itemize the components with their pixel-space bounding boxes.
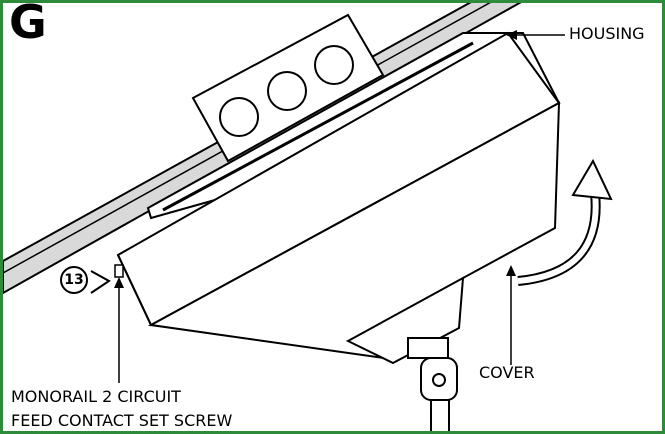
mounting-hole-3 [314, 45, 354, 85]
panel-letter: G [9, 0, 47, 49]
stem [430, 399, 450, 431]
lower-body [345, 276, 465, 365]
cover-label: COVER [479, 363, 535, 382]
mounting-hole-2 [267, 71, 307, 111]
housing-slot [162, 41, 474, 212]
housing-leader-arrow [506, 30, 517, 40]
set-screw-label-line2: FEED CONTACT SET SCREW [11, 411, 233, 430]
fixture-illustration [3, 3, 613, 431]
mounting-hole-1 [219, 97, 259, 137]
set-screw [114, 264, 124, 278]
set-screw-leader-arrow [114, 277, 124, 288]
housing-label: HOUSING [569, 24, 645, 43]
cover-box [147, 101, 561, 361]
set-screw-label-line1: MONORAIL 2 CIRCUIT [11, 387, 181, 406]
stem-collar [407, 337, 449, 359]
callout-number: 13 [60, 266, 88, 294]
callout-chevron [90, 270, 111, 294]
swivel-screw [432, 373, 446, 387]
cover-leader-arrow [506, 265, 516, 276]
rotation-arrow-head [571, 158, 613, 201]
rotation-arrow-inner [517, 192, 599, 284]
